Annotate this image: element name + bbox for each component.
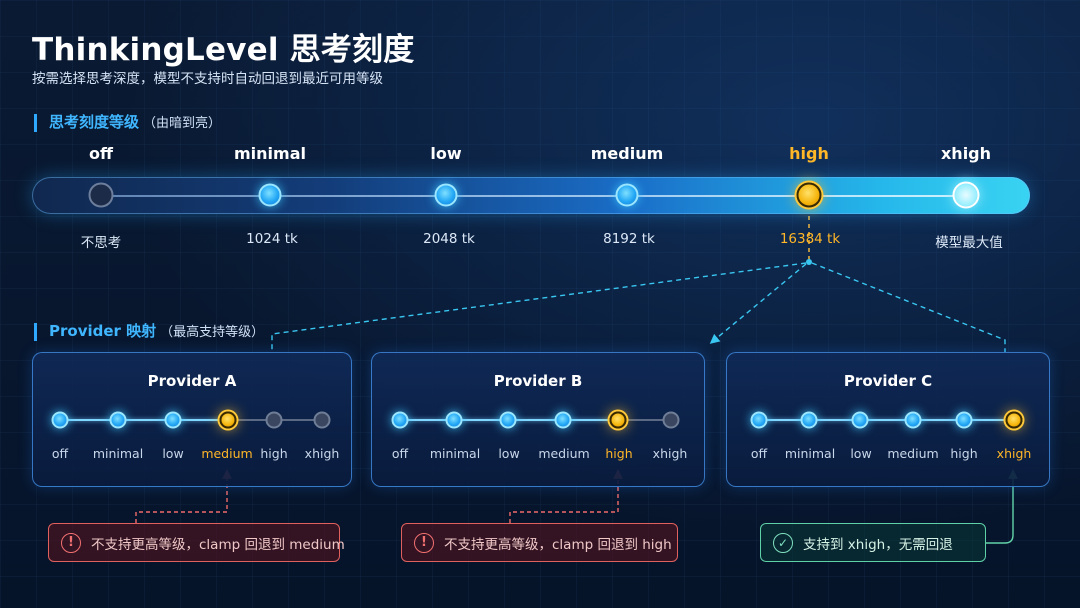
callout-text: 不支持更高等级，clamp 回退到 high [444, 536, 672, 553]
clamp-callout-provider-b: ! 不支持更高等级，clamp 回退到 high [401, 523, 678, 562]
levels-section-heading: 思考刻度等级（由暗到亮） [34, 114, 221, 132]
branch-to-provider-c [811, 262, 1006, 352]
provider-label-medium: medium [887, 446, 939, 461]
provider-label-minimal: minimal [784, 446, 836, 461]
provider-node-minimal [445, 411, 463, 429]
providers-heading-text: Provider 映射 [49, 322, 157, 340]
supported-arrow-provider-c [986, 469, 1018, 544]
level-name-medium: medium [590, 144, 664, 163]
provider-label-high: high [950, 446, 978, 461]
level-budget-minimal: 1024 tk [246, 231, 298, 247]
level-budget-medium: 8192 tk [603, 231, 655, 247]
supported-callout-provider-c: ✓ 支持到 xhigh，无需回退 [760, 523, 986, 562]
provider-label-high: high [260, 446, 288, 461]
exclamation-circle-icon: ! [414, 532, 434, 553]
provider-label-off: off [51, 446, 69, 461]
provider-name: Provider A [147, 372, 237, 390]
clamp-arrow-provider-a [135, 469, 232, 523]
provider-label-low: low [162, 446, 184, 461]
provider-label-low: low [850, 446, 872, 461]
level-name-minimal: minimal [234, 144, 306, 163]
provider-label-minimal: minimal [92, 446, 144, 461]
provider-node-minimal [800, 411, 818, 429]
clamp-arrow-provider-b [509, 469, 623, 523]
provider-name: Provider C [843, 372, 933, 390]
providers-section-heading: Provider 映射（最高支持等级） [34, 323, 264, 341]
check-circle-icon: ✓ [773, 532, 793, 553]
provider-node-low [164, 411, 182, 429]
level-node-xhigh [952, 181, 980, 209]
level-name-off: off [89, 144, 113, 163]
level-node-minimal [258, 183, 282, 207]
supported-track [60, 419, 228, 421]
provider-node-low [851, 411, 869, 429]
level-node-high-selected [796, 182, 822, 208]
level-node-off [88, 182, 114, 208]
provider-node-medium-max [219, 411, 237, 429]
branch-to-provider-b [709, 263, 807, 344]
provider-name: Provider B [493, 372, 583, 390]
levels-heading-note: （由暗到亮） [143, 116, 222, 131]
provider-node-high-unsupported [265, 411, 283, 429]
provider-node-xhigh-max [1005, 411, 1023, 429]
provider-label-xhigh: xhigh [652, 446, 688, 461]
providers-heading-note: （最高支持等级） [160, 325, 265, 340]
provider-node-medium [904, 411, 922, 429]
provider-label-off: off [750, 446, 768, 461]
provider-label-xhigh: xhigh [996, 446, 1032, 461]
clamp-callout-provider-a: ! 不支持更高等级，clamp 回退到 medium [48, 523, 345, 562]
level-name-low: low [430, 144, 462, 163]
level-budget-xhigh: 模型最大值 [935, 235, 1003, 251]
provider-label-xhigh: xhigh [304, 446, 340, 461]
callout-text: 不支持更高等级，clamp 回退到 medium [91, 536, 345, 553]
provider-card-a: Provider A off minimal low medium high x… [32, 352, 352, 487]
level-name-xhigh: xhigh [940, 144, 992, 163]
provider-card-c: Provider C off minimal low medium high x… [726, 352, 1050, 487]
provider-node-off [51, 411, 69, 429]
provider-node-xhigh-unsupported [662, 411, 680, 429]
callout-text: 支持到 xhigh，无需回退 [803, 536, 953, 553]
provider-node-medium [554, 411, 572, 429]
provider-node-minimal [109, 411, 127, 429]
page-subtitle: 按需选择思考深度，模型不支持时自动回退到最近可用等级 [32, 71, 383, 87]
provider-label-off: off [391, 446, 409, 461]
level-node-low [434, 183, 458, 207]
provider-node-high [955, 411, 973, 429]
level-name-high: high [789, 144, 829, 163]
levels-heading-text: 思考刻度等级 [49, 113, 140, 131]
thinking-level-track-line [101, 194, 967, 197]
provider-label-medium: medium [538, 446, 590, 461]
level-budget-high: 16384 tk [779, 231, 841, 247]
provider-label-high: high [605, 446, 633, 461]
exclamation-circle-icon: ! [61, 532, 81, 553]
level-node-medium [615, 183, 639, 207]
provider-label-medium: medium [201, 446, 253, 461]
provider-label-minimal: minimal [429, 446, 481, 461]
unsupported-track [618, 419, 671, 421]
branch-to-provider-a [271, 262, 807, 352]
supported-track [759, 419, 1014, 421]
level-budget-low: 2048 tk [423, 231, 475, 247]
provider-label-low: low [498, 446, 520, 461]
provider-node-off [391, 411, 409, 429]
branch-hub-dot [806, 259, 812, 265]
page-title: ThinkingLevel 思考刻度 [32, 32, 415, 68]
provider-card-b: Provider B off minimal low medium high x… [371, 352, 705, 487]
provider-node-xhigh-unsupported [313, 411, 331, 429]
provider-node-off [750, 411, 768, 429]
provider-node-low [499, 411, 517, 429]
provider-node-high-max [609, 411, 627, 429]
level-budget-off: 不思考 [80, 235, 122, 251]
